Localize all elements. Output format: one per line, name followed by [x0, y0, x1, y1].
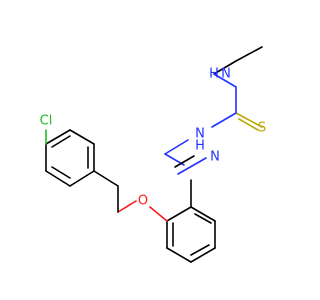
bond-ethyl-1 [235, 46, 263, 62]
atom-h-hydrazine: H [195, 139, 205, 154]
ring1-bond-4 [166, 247, 192, 263]
molecule-diagram: H N N H N S O Cl [40, 46, 266, 263]
bond-imine-2 [174, 155, 195, 168]
bond-c-s-2 [238, 118, 259, 131]
atom-cl: Cl [40, 114, 53, 129]
bond-nh-n [164, 139, 189, 155]
bond-o-ch2 [117, 200, 137, 213]
ring2-bond-5 [45, 129, 71, 145]
bond-imine-1 [177, 157, 207, 175]
atom-n-hydrazine: N [195, 127, 205, 142]
ring2-bond-1 [93, 170, 119, 187]
atom-n-imine: N [210, 150, 220, 165]
ring2-bond-3 [45, 170, 71, 187]
ring2-bond-2 [69, 170, 95, 187]
ring1-bond-1 [190, 206, 216, 222]
atom-s: S [258, 121, 266, 136]
atom-n-top: N [221, 67, 231, 82]
atom-o: O [138, 194, 148, 209]
ring1-bond-3 [190, 247, 216, 263]
ring2-bond-6 [69, 129, 95, 145]
bond-ring-o [149, 206, 168, 222]
bond-c-nh [211, 112, 237, 128]
ring1-inner-2 [190, 244, 210, 256]
bond-nh-c [213, 73, 237, 88]
ring2-inner-1 [51, 166, 71, 179]
bond-ethyl-2 [213, 60, 237, 75]
ring1-bond-6 [166, 206, 192, 222]
structure-svg: H N N H N S O Cl [40, 46, 266, 263]
ring1-inner-1 [194, 213, 212, 224]
ring2-inner-2 [51, 135, 71, 148]
bond-c-s-1 [235, 112, 263, 128]
atom-nh-top-h: H [209, 67, 219, 82]
